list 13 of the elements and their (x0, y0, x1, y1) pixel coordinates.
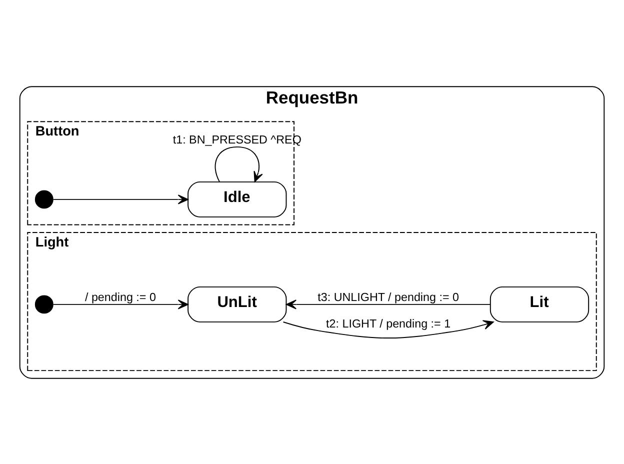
edge-label: t2: LIGHT / pending := 1 (326, 316, 451, 330)
arrow (52, 299, 188, 309)
node-box: Lit (490, 286, 590, 322)
arrow (214, 146, 263, 182)
node-box: UnLit (188, 286, 287, 322)
edge-label: / pending := 0 (84, 290, 156, 304)
edge-label: t3: UNLIGHT / pending := 0 (318, 290, 459, 304)
arrow (282, 320, 494, 338)
arrow (52, 194, 188, 204)
arrow (286, 299, 491, 309)
node-circle (34, 190, 54, 208)
node-circle (34, 294, 54, 314)
node-box: Idle (188, 180, 287, 217)
